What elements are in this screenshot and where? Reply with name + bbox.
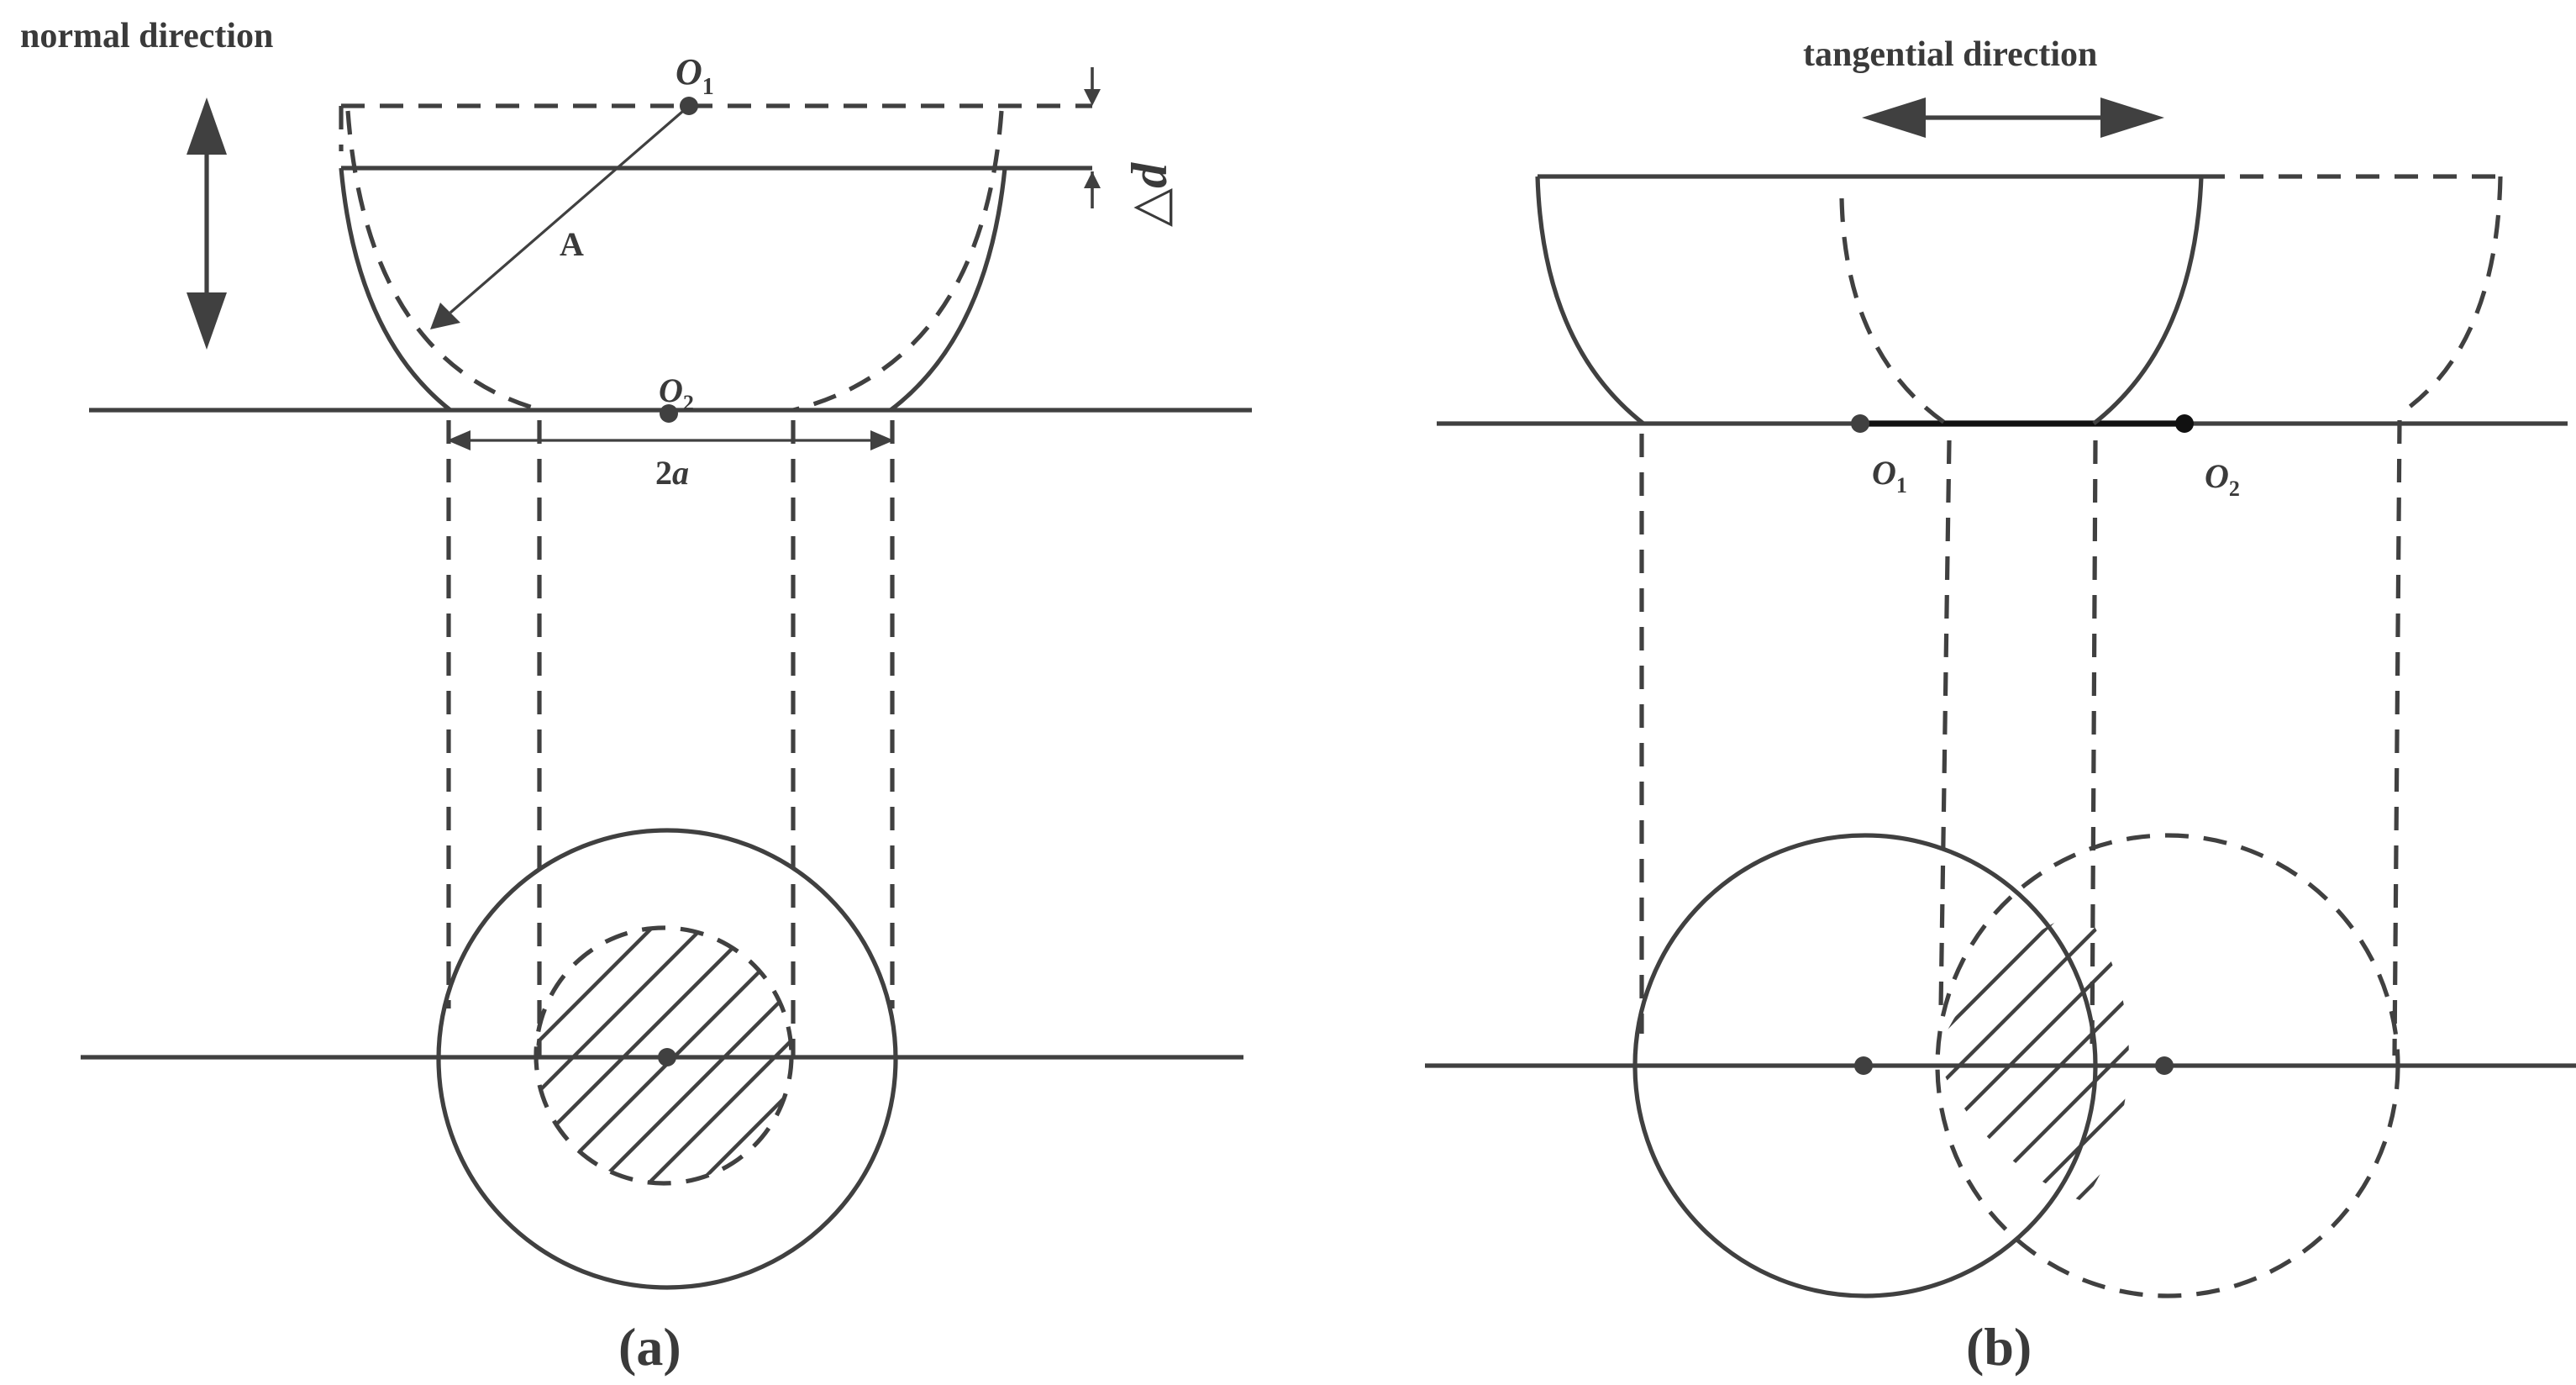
panel-b <box>1425 97 2576 1298</box>
point-o2-b <box>2175 414 2194 433</box>
hatched-overlap-area-b <box>1936 909 2129 1202</box>
hatched-contact-area-a <box>536 928 791 1183</box>
center-point-o1-a <box>680 97 698 115</box>
radius-arrow-a <box>430 104 691 329</box>
label-o1-b: O1 <box>1872 454 1907 498</box>
label-o1-a: O1 <box>676 51 714 100</box>
projection-lines-b <box>1639 419 2402 1056</box>
tangential-direction-label: tangential direction <box>1803 35 2097 74</box>
caption-a: (a) <box>618 1317 681 1377</box>
point-o1-b <box>1851 414 1869 433</box>
tangential-direction-arrow <box>1862 97 2164 138</box>
outer-contact-circle-a <box>436 828 898 1290</box>
center-right-bottom-b <box>2155 1056 2174 1075</box>
normal-direction-arrow <box>187 97 227 350</box>
delta-d-label: △d <box>1122 162 1177 227</box>
center-point-o2-a <box>660 404 678 423</box>
center-left-bottom-b <box>1854 1056 1873 1075</box>
label-o2-b: O2 <box>2205 457 2240 501</box>
caption-b: (b) <box>1966 1317 2032 1377</box>
label-o2-a: O2 <box>659 371 694 415</box>
dashed-bowl-b <box>1839 197 1948 426</box>
solid-bowl-a <box>339 167 452 413</box>
center-point-bottom-a <box>658 1048 676 1066</box>
dashed-bowl-a <box>345 110 542 413</box>
inner-contact-circle-a <box>534 925 794 1186</box>
radius-label-a: A <box>560 225 584 263</box>
normal-direction-label: normal direction <box>20 17 273 55</box>
contact-width-arrow-a <box>447 430 894 450</box>
panel-a <box>81 67 1252 1290</box>
dashed-contact-circle-b <box>1935 833 2400 1298</box>
contact-width-label-a: 2a <box>655 454 689 492</box>
solid-contact-circle-b <box>1632 833 2098 1298</box>
solid-bowl-b <box>1535 176 1645 426</box>
projection-lines-a <box>446 420 895 1056</box>
delta-d-dimension <box>1084 67 1101 208</box>
